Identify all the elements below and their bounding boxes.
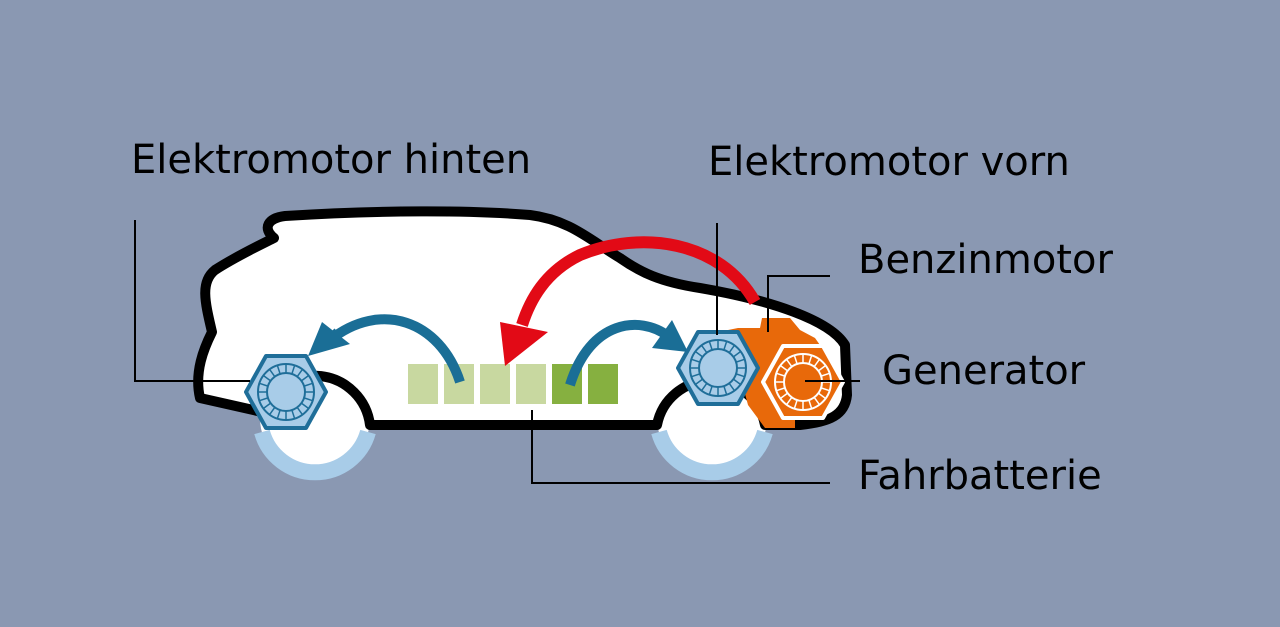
label-generator: Generator bbox=[882, 348, 1086, 394]
leader-rear-motor bbox=[134, 220, 250, 382]
label-front-motor: Elektromotor vorn bbox=[708, 139, 1070, 185]
red-arrowhead bbox=[500, 322, 548, 366]
blue-arrow-rear bbox=[326, 314, 465, 384]
energy-flow-arrows bbox=[308, 236, 761, 387]
battery-cell bbox=[516, 364, 546, 404]
battery-cell bbox=[588, 364, 618, 404]
label-rear-motor: Elektromotor hinten bbox=[131, 137, 531, 183]
blue-arrowhead-rear bbox=[308, 322, 350, 356]
battery-cell bbox=[408, 364, 438, 404]
blue-arrow-front bbox=[565, 319, 671, 387]
red-arrow bbox=[516, 236, 761, 327]
blue-arrowhead-front bbox=[652, 320, 688, 352]
front-electric-motor bbox=[676, 330, 760, 406]
rear-electric-motor bbox=[244, 354, 328, 430]
label-battery: Fahrbatterie bbox=[858, 453, 1102, 499]
battery-cell bbox=[480, 364, 510, 404]
leader-engine bbox=[767, 275, 830, 332]
leader-battery bbox=[531, 410, 830, 484]
label-engine: Benzinmotor bbox=[858, 237, 1113, 283]
